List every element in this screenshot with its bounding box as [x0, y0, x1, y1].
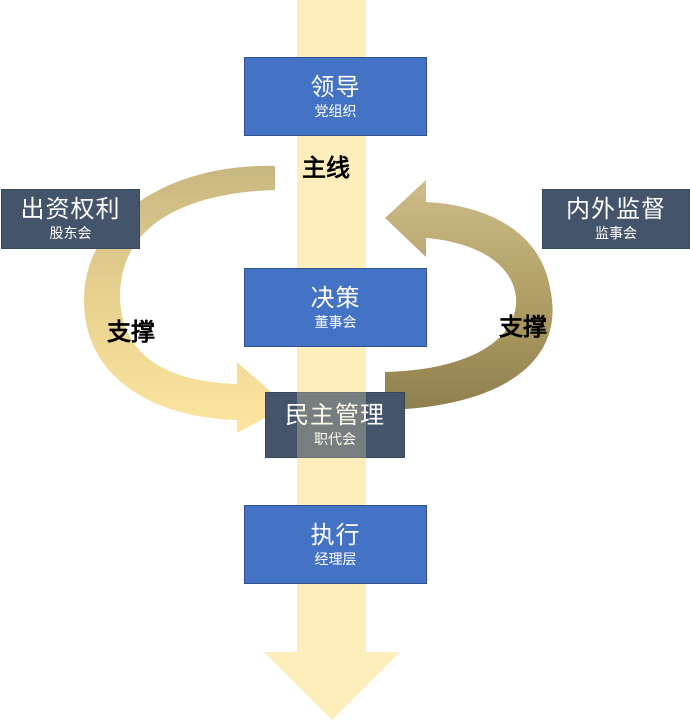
execution-box: 执行 经理层: [244, 505, 427, 584]
leadership-title: 领导: [310, 72, 361, 101]
supervision-box: 内外监督 监事会: [542, 189, 690, 249]
decision-sub: 董事会: [314, 314, 357, 331]
execution-sub: 经理层: [314, 551, 357, 568]
leadership-sub: 党组织: [314, 103, 357, 120]
right-support-arrow: [385, 180, 553, 410]
supervision-title: 内外监督: [566, 195, 666, 223]
main-line-label: 主线: [302, 154, 350, 182]
supervision-sub: 监事会: [595, 226, 637, 242]
democratic-management-box: 民主管理 职代会: [265, 392, 405, 458]
investment-rights-box: 出资权利 股东会: [1, 189, 140, 249]
democratic-management-title: 民主管理: [285, 401, 385, 429]
decision-box: 决策 董事会: [244, 268, 427, 347]
support-right-label: 支撑: [499, 313, 547, 341]
investment-rights-title: 出资权利: [20, 195, 121, 223]
support-left-label: 支撑: [107, 318, 155, 346]
execution-title: 执行: [310, 520, 361, 549]
democratic-management-sub: 职代会: [314, 432, 356, 448]
leadership-box: 领导 党组织: [244, 57, 427, 136]
investment-rights-sub: 股东会: [49, 226, 92, 242]
decision-title: 决策: [310, 283, 361, 312]
